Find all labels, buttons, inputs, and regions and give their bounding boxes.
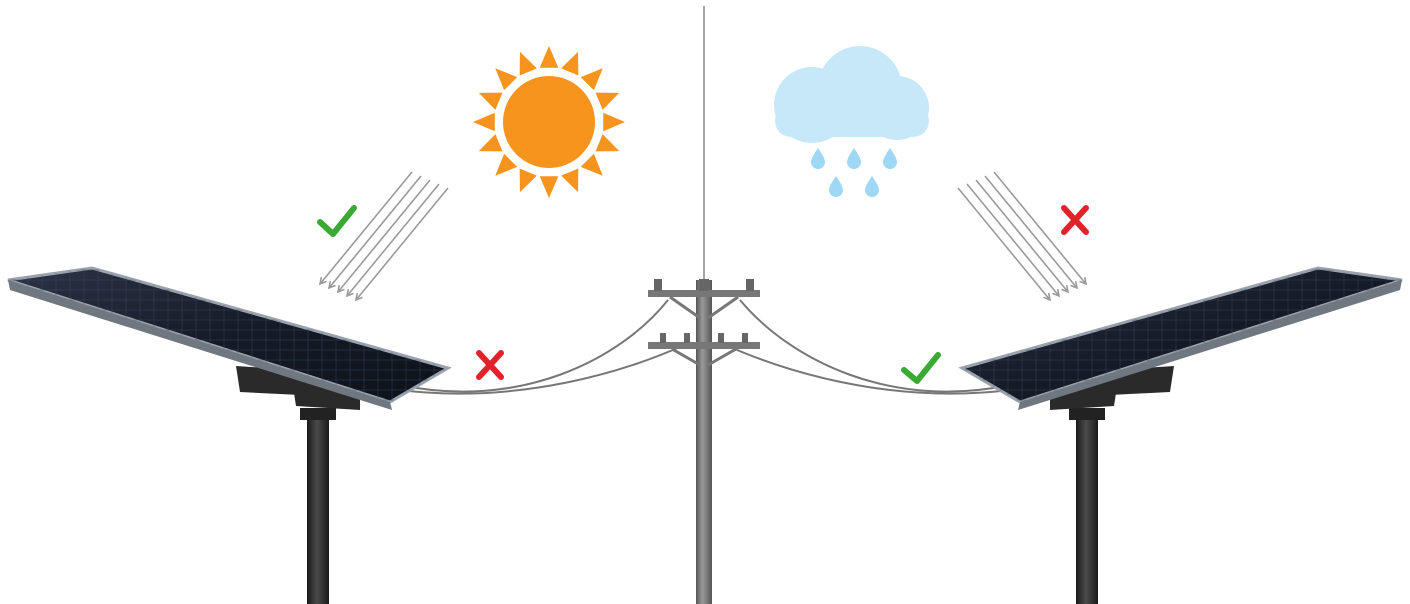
solar-panel: [958, 266, 1403, 410]
power-wires: [399, 299, 1011, 395]
sun-ray: [603, 112, 625, 132]
cross-icon: [476, 350, 504, 380]
sun-ray: [539, 176, 559, 198]
sunlight-ray: [328, 175, 422, 289]
sun-disc: [503, 76, 595, 168]
utility-pole: [648, 279, 760, 604]
rain-cloud-icon: [774, 46, 929, 197]
sun-ray: [478, 92, 503, 110]
sun-ray: [580, 68, 603, 91]
cloud-icon: [774, 46, 929, 143]
sun-ray: [595, 134, 620, 152]
lamp-pole: [1076, 415, 1098, 604]
raindrops: [811, 148, 897, 197]
sunlight-ray: [337, 179, 431, 293]
check-icon: [901, 352, 941, 384]
sun-ray: [580, 153, 603, 176]
sunlight-ray: [957, 187, 1051, 301]
solar-street-light-right: [958, 266, 1403, 604]
sunlight-ray: [319, 171, 413, 285]
sunlight-ray: [993, 171, 1087, 285]
solar-panel: [7, 266, 452, 410]
sunlight-ray: [984, 175, 1078, 289]
sun-ray: [519, 51, 537, 76]
lamp-pole: [307, 415, 329, 604]
sunlight-ray: [966, 183, 1060, 297]
solar-street-light-left: [7, 266, 452, 604]
sun-ray: [495, 153, 518, 176]
sun-ray: [561, 51, 579, 76]
cross-icon: [1061, 205, 1089, 235]
sunlight-ray: [346, 183, 440, 297]
sunlight-rays-left: [318, 171, 449, 302]
sunlight-rays-right: [957, 171, 1088, 302]
sun-ray: [478, 134, 503, 152]
check-icon: [317, 205, 357, 237]
sun-ray: [539, 46, 559, 68]
sun-ray: [495, 68, 518, 91]
sun-ray: [519, 168, 537, 193]
sun-ray: [561, 168, 579, 193]
sun-ray: [473, 112, 495, 132]
sunlight-ray: [355, 187, 449, 301]
sun-ray: [595, 92, 620, 110]
sunlight-ray: [975, 179, 1069, 293]
sun-icon: [473, 46, 625, 198]
